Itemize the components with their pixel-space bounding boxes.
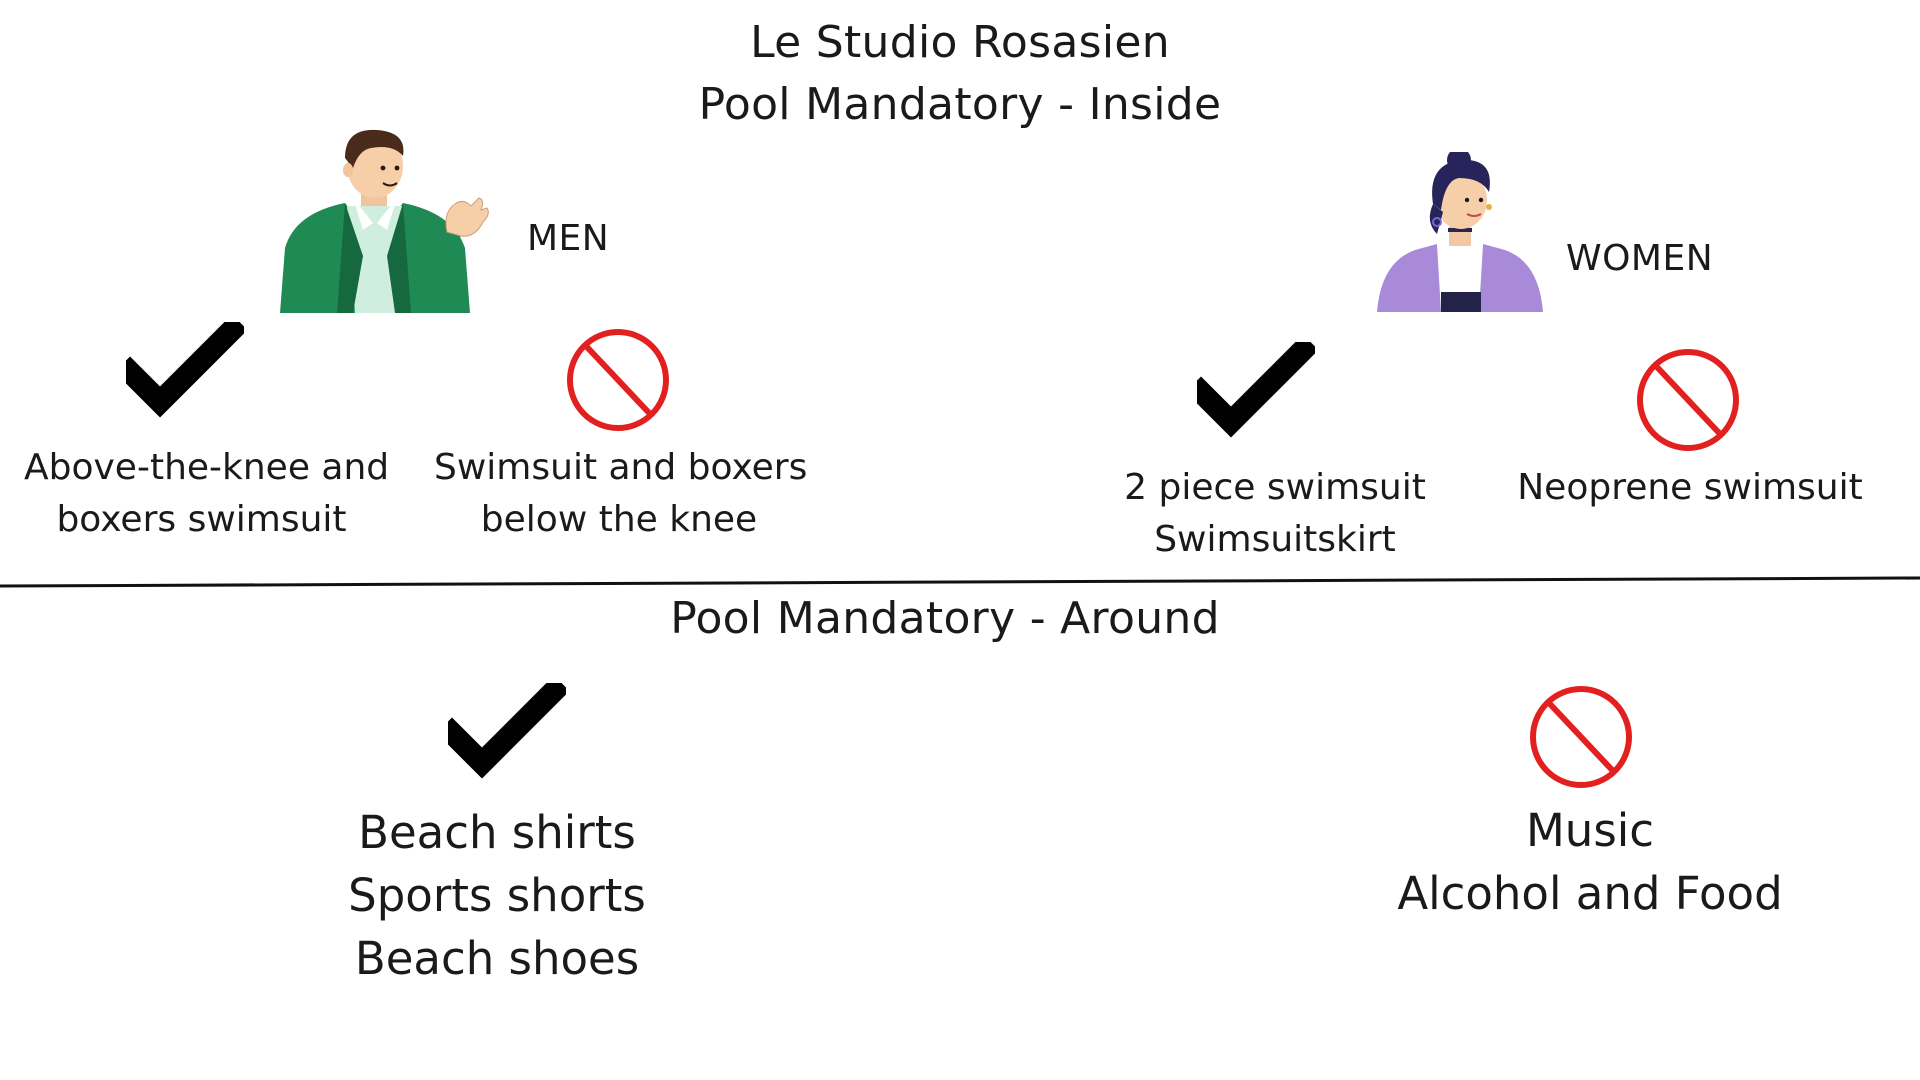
men-label: MEN — [527, 218, 610, 259]
around-forbidden-list: Music Alcohol and Food — [1380, 799, 1800, 925]
women-forbidden-list: Neoprene swimsuit — [1510, 462, 1870, 514]
women-allowed-list: 2 piece swimsuit Swimsuitskirt — [1100, 462, 1450, 566]
section-title-around: Pool Mandatory - Around — [670, 593, 1220, 644]
page-title: Le Studio Rosasien — [750, 17, 1170, 68]
men-allowed-list: Above-the-knee and boxers swimsuit — [24, 442, 390, 546]
list-item: Sports shorts — [348, 869, 646, 922]
woman-avatar-icon — [1375, 152, 1545, 312]
section-divider — [0, 576, 1920, 588]
list-item: Beach shoes — [354, 932, 640, 985]
list-item: Above-the-knee and — [24, 447, 390, 488]
section-title-inside: Pool Mandatory - Inside — [698, 79, 1222, 130]
list-item: Swimsuitskirt — [1154, 519, 1396, 560]
men-forbidden-list: Swimsuit and boxers below the knee — [434, 442, 808, 546]
prohibited-icon — [565, 327, 671, 433]
checkmark-icon — [126, 322, 244, 418]
list-item: Swimsuit and boxers — [434, 447, 808, 488]
checkmark-icon — [1197, 342, 1315, 438]
list-item: Alcohol and Food — [1397, 867, 1783, 920]
list-item: Beach shirts — [358, 806, 636, 859]
checkmark-icon — [448, 683, 566, 779]
prohibited-icon — [1528, 684, 1634, 790]
list-item: 2 piece swimsuit — [1124, 467, 1426, 508]
prohibited-icon — [1635, 347, 1741, 453]
list-item: Music — [1525, 804, 1655, 857]
around-allowed-list: Beach shirts Sports shorts Beach shoes — [297, 801, 697, 990]
list-item: below the knee — [480, 499, 758, 540]
list-item: boxers swimsuit — [56, 499, 347, 540]
women-label: WOMEN — [1566, 238, 1714, 279]
man-avatar-icon — [275, 128, 495, 313]
list-item: Neoprene swimsuit — [1517, 467, 1863, 508]
